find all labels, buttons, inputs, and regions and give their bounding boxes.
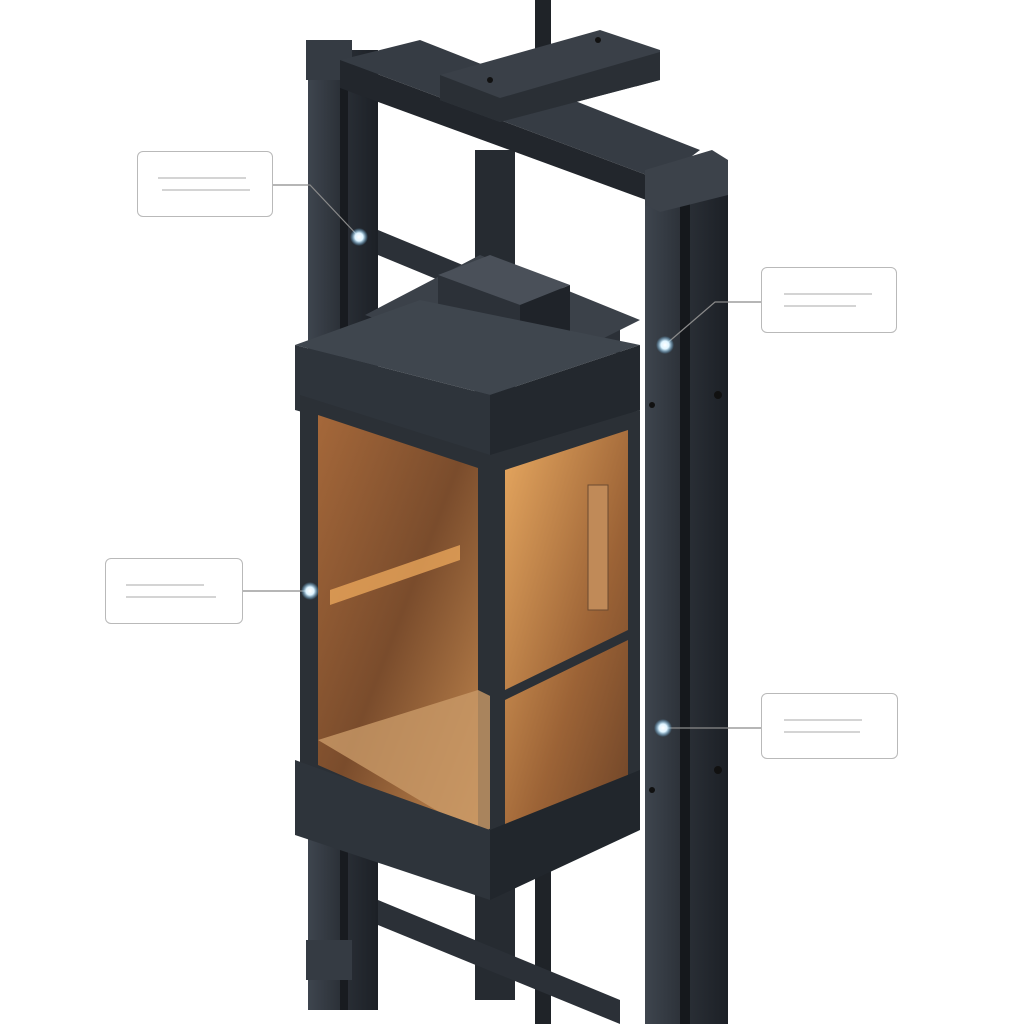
callout-middle-left bbox=[105, 558, 243, 624]
placeholder-line bbox=[162, 189, 250, 191]
control-panel bbox=[587, 484, 609, 611]
placeholder-line bbox=[784, 305, 856, 307]
leader-lines bbox=[243, 184, 761, 729]
marker-dots bbox=[301, 228, 674, 737]
placeholder-line bbox=[784, 719, 862, 721]
handrail bbox=[330, 545, 460, 605]
marker-dot bbox=[656, 336, 674, 354]
marker-dot bbox=[350, 228, 368, 246]
top-beams bbox=[340, 30, 700, 205]
callout-bottom-right bbox=[761, 693, 898, 759]
callout-top-left bbox=[137, 151, 273, 217]
placeholder-line bbox=[158, 177, 246, 179]
right-post bbox=[645, 150, 728, 1024]
placeholder-line bbox=[784, 293, 872, 295]
callout-top-right bbox=[761, 267, 897, 333]
marker-dot bbox=[654, 719, 672, 737]
placeholder-line bbox=[784, 731, 860, 733]
placeholder-line bbox=[126, 584, 204, 586]
side-glass-panel bbox=[505, 430, 628, 830]
placeholder-line bbox=[126, 596, 216, 598]
elevator-cabin bbox=[295, 255, 640, 900]
marker-dot bbox=[301, 582, 319, 600]
